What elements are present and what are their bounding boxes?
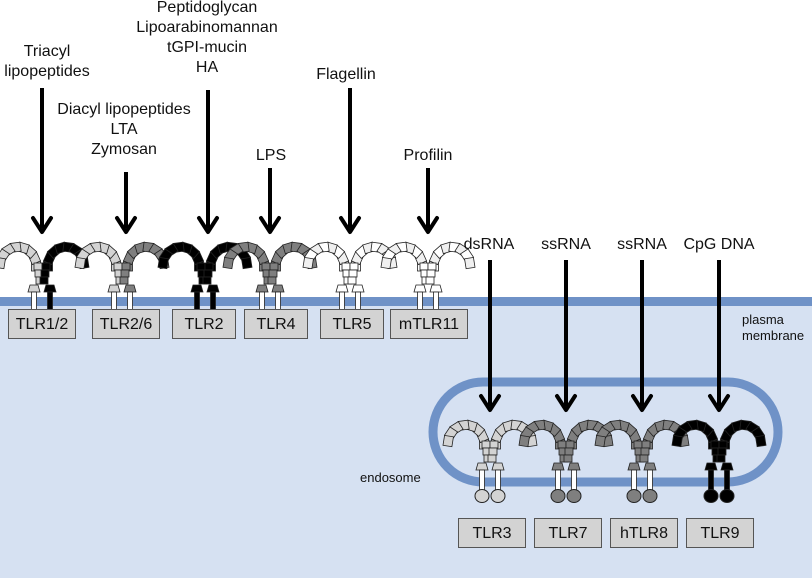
receptor-mtlr11 <box>380 241 476 325</box>
receptor-name-tlr9: TLR9 <box>686 518 754 548</box>
right-tir-domain <box>719 489 735 503</box>
left-stalk <box>479 469 485 491</box>
right-foot <box>271 284 285 293</box>
receptor-name-tlr1-2: TLR1/2 <box>8 309 76 339</box>
receptor-name-tlr4: TLR4 <box>244 309 308 339</box>
arrow-tlr5 <box>339 88 361 234</box>
right-foot <box>567 462 581 471</box>
receptor-name-tlr2-6: TLR2/6 <box>92 309 160 339</box>
left-foot <box>190 284 204 293</box>
left-tir-domain <box>703 489 719 503</box>
arrow-layer <box>31 88 730 412</box>
arrow-tlr7 <box>555 260 577 412</box>
ligand-label-tlr1-2: Triacyl lipopeptides <box>4 43 90 80</box>
right-stalk <box>724 469 730 491</box>
right-tir-domain <box>566 489 582 503</box>
receptor-name-htlr8: hTLR8 <box>610 518 678 548</box>
left-foot <box>551 462 565 471</box>
left-foot <box>255 284 269 293</box>
receptor-name-tlr2: TLR2 <box>172 309 236 339</box>
right-foot <box>720 462 734 471</box>
left-tir-domain <box>550 489 566 503</box>
arrow-tlr3 <box>479 260 501 412</box>
endosome-label: endosome <box>360 470 421 485</box>
ligand-label-tlr2: Peptidoglycan Lipoarabinomannan tGPI-muc… <box>136 0 278 76</box>
right-foot <box>206 284 220 293</box>
left-stalk <box>631 469 637 491</box>
ligand-label-tlr7: ssRNA <box>541 236 591 253</box>
ligand-label-htlr8: ssRNA <box>617 236 667 253</box>
right-foot <box>123 284 137 293</box>
arrow-mtlr11 <box>417 168 439 234</box>
receptor-name-tlr5: TLR5 <box>320 309 384 339</box>
right-foot <box>491 462 505 471</box>
right-foot <box>351 284 365 293</box>
plasma-membrane-label: plasma membrane <box>742 312 805 343</box>
arrow-tlr1-2 <box>31 88 53 234</box>
arrow-tlr4 <box>259 168 281 234</box>
arrow-htlr8 <box>631 260 653 412</box>
right-foot <box>643 462 657 471</box>
receptor-name-tlr3: TLR3 <box>458 518 526 548</box>
right-tir-domain <box>642 489 658 503</box>
ligand-label-tlr2-6: Diacyl lipopeptides LTA Zymosan <box>57 101 191 158</box>
right-foot <box>43 284 57 293</box>
right-stalk <box>495 469 501 491</box>
right-foot <box>429 284 443 293</box>
receptor-name-mtlr11: mTLR11 <box>390 309 468 339</box>
left-foot <box>27 284 41 293</box>
receptor-htlr8 <box>594 419 690 503</box>
ligand-label-tlr5: Flagellin <box>316 66 376 83</box>
left-foot <box>413 284 427 293</box>
right-stalk <box>571 469 577 491</box>
left-foot <box>107 284 121 293</box>
left-stalk <box>555 469 561 491</box>
ligand-label-tlr9: CpG DNA <box>683 236 755 253</box>
ligand-label-mtlr11: Profilin <box>403 147 453 164</box>
right-tir-domain <box>490 489 506 503</box>
left-foot <box>704 462 718 471</box>
left-tir-domain <box>626 489 642 503</box>
left-foot <box>335 284 349 293</box>
right-stalk <box>647 469 653 491</box>
ligand-label-tlr4: LPS <box>255 147 287 164</box>
left-tir-domain <box>474 489 490 503</box>
arrow-tlr9 <box>708 260 730 412</box>
receptor-name-tlr7: TLR7 <box>534 518 602 548</box>
arrow-tlr2 <box>197 90 219 234</box>
plasma-membrane <box>0 297 812 306</box>
receptor-tlr9 <box>671 419 767 503</box>
ligand-label-tlr3: dsRNA <box>463 236 515 253</box>
left-stalk <box>708 469 714 491</box>
left-foot <box>627 462 641 471</box>
left-foot <box>475 462 489 471</box>
receptor-tlr2-6 <box>74 241 170 325</box>
arrow-tlr2-6 <box>115 172 137 234</box>
